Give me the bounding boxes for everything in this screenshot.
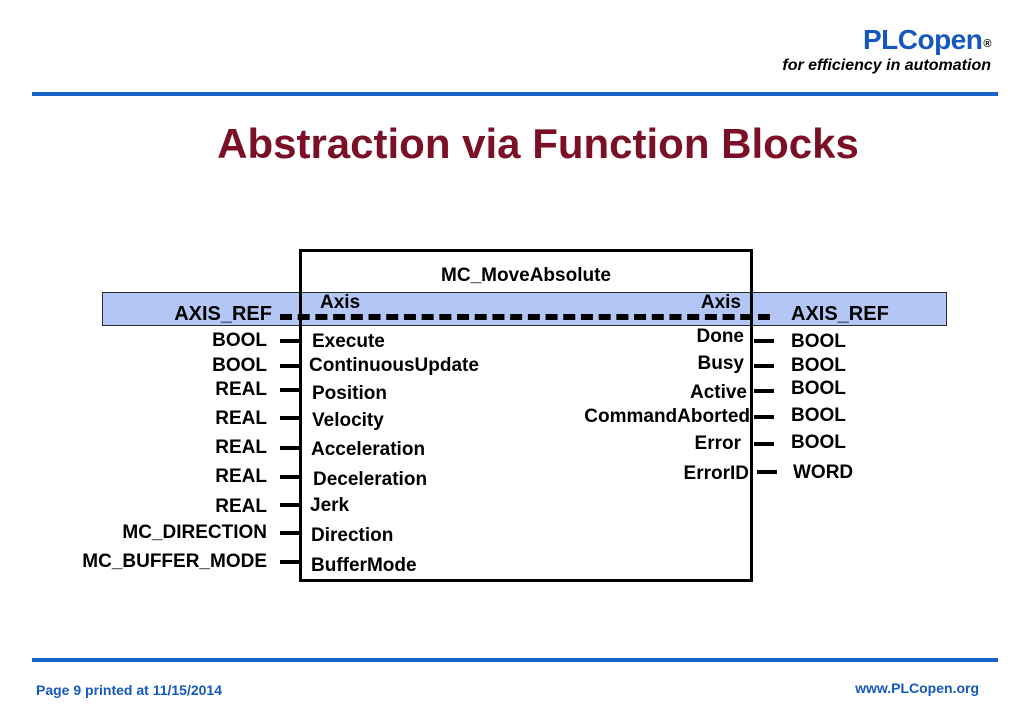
function-block-box [299,249,753,582]
input-pin [280,364,300,368]
output-name: Error [694,433,741,454]
input-pin [280,339,300,343]
output-pin [754,442,774,446]
output-type: BOOL [791,355,846,376]
output-pin [754,389,774,393]
input-name: Jerk [310,495,350,516]
input-name: Acceleration [311,439,426,460]
footer-page-label: Page 9 printed at 11/15/2014 [36,682,222,698]
slide-title: Abstraction via Function Blocks [217,120,859,167]
inout-left-name: Axis [320,292,361,313]
registered-mark: ® [983,38,991,50]
output-pin [754,415,774,419]
input-pin [280,560,300,564]
output-type: WORD [793,462,854,483]
output-name: ErrorID [683,463,749,484]
inout-left-type: AXIS_REF [174,303,272,325]
output-type: BOOL [791,331,846,352]
input-type: MC_DIRECTION [122,522,267,543]
input-type: REAL [215,496,267,517]
input-name: Execute [312,331,385,352]
output-pin [754,339,774,343]
input-name: Deceleration [313,469,428,490]
input-name: BufferMode [311,555,417,576]
axis-band [102,292,947,326]
input-type: REAL [215,408,267,429]
input-pin [280,531,300,535]
brand-logo: PLCopen® for efficiency in automation [782,24,991,75]
input-type: MC_BUFFER_MODE [82,551,267,572]
input-type: REAL [215,379,267,400]
input-pin [280,446,300,450]
input-type: REAL [215,437,267,458]
output-name: CommandAborted [584,406,750,427]
input-pin [280,416,300,420]
output-pin [754,364,774,368]
brand-name: PLCopen [863,24,983,55]
output-type: BOOL [791,405,846,426]
input-pin [280,503,300,507]
output-name: Active [689,382,747,403]
footer-rule [32,658,998,662]
output-type: BOOL [791,378,846,399]
output-pin [757,470,777,474]
input-name: Position [312,383,387,404]
axis-dashed-line [280,314,770,320]
output-name: Done [696,326,745,347]
header-rule [32,92,998,96]
output-type: BOOL [791,432,846,453]
input-pin [280,475,300,479]
brand-tagline: for efficiency in automation [782,57,991,74]
input-pin [280,388,300,392]
input-type: BOOL [212,355,267,376]
input-name: Velocity [312,410,384,431]
input-type: BOOL [212,330,267,351]
input-name: Direction [311,525,394,546]
footer-url[interactable]: www.PLCopen.org [855,680,979,696]
output-name: Busy [697,353,744,374]
inout-right-type: AXIS_REF [791,303,889,325]
inout-right-name: Axis [700,292,741,313]
input-name: ContinuousUpdate [309,355,479,376]
input-type: REAL [215,466,267,487]
function-block-name: MC_MoveAbsolute [441,265,611,286]
